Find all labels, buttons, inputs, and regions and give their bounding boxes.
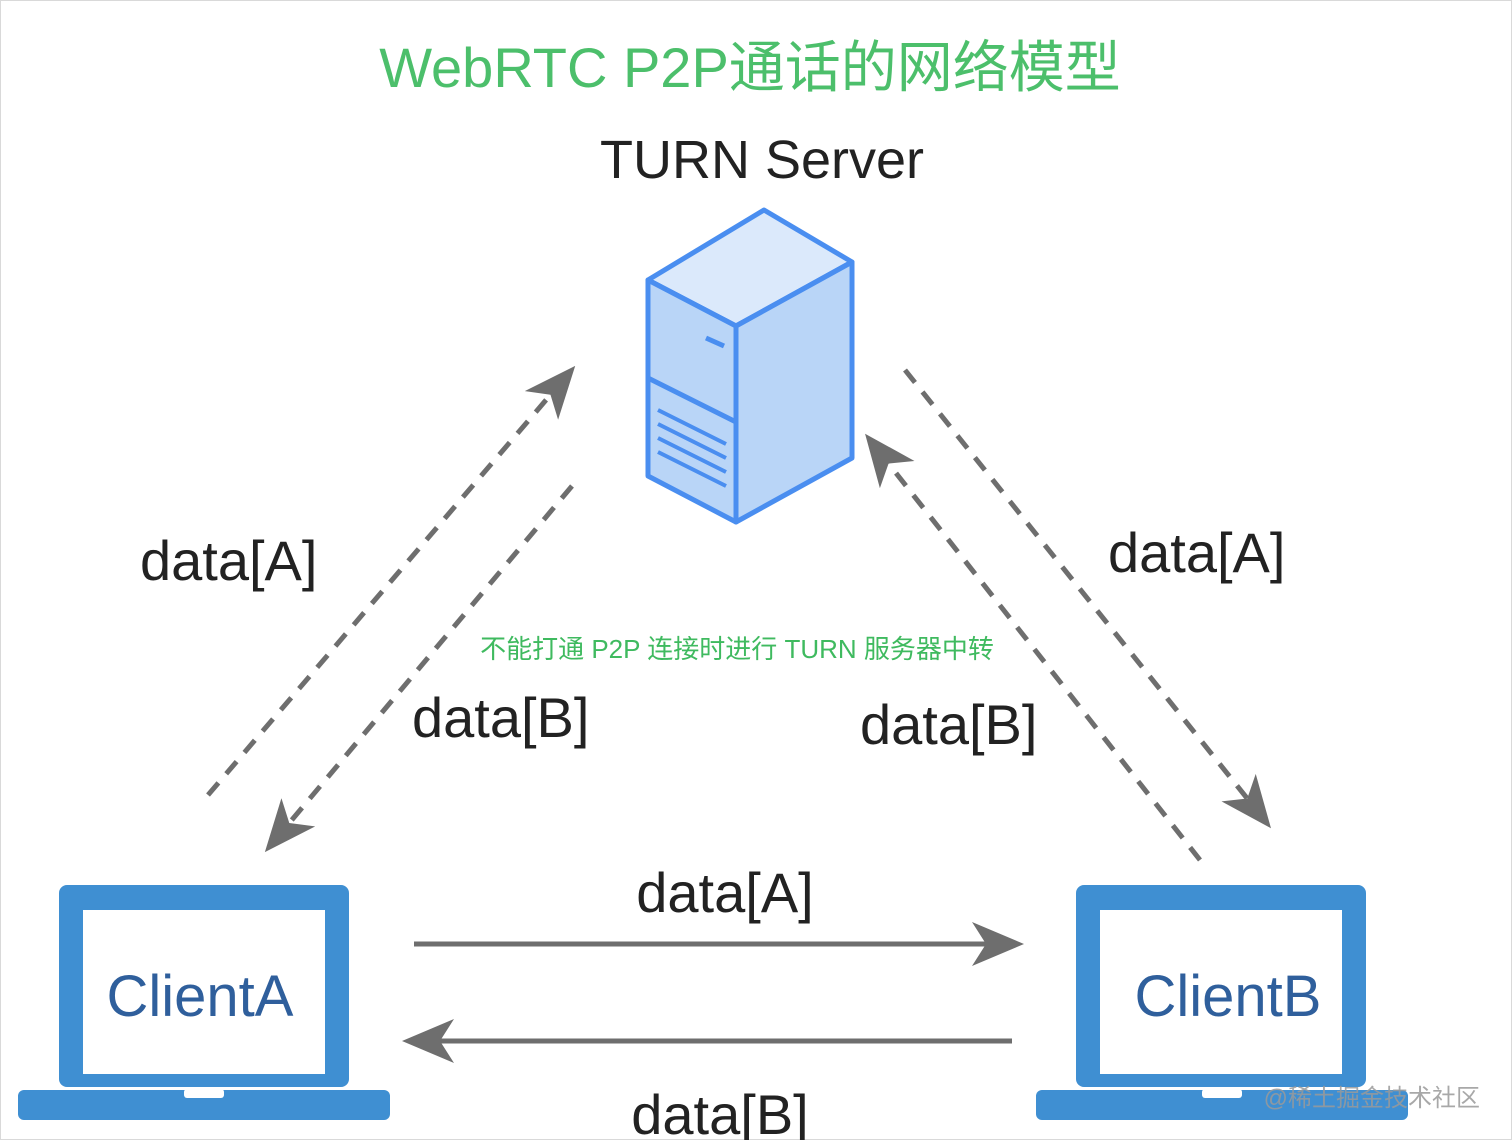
client-b-label: ClientB <box>1135 964 1322 1029</box>
client-b-laptop-icon <box>1036 885 1408 1120</box>
server-icon <box>645 207 855 525</box>
label-a-to-server: data[A] <box>140 529 317 592</box>
server-label: TURN Server <box>600 130 924 190</box>
arrow-client-b-to-server <box>865 433 1202 862</box>
label-b-to-server: data[B] <box>860 693 1037 756</box>
relay-note: 不能打通 P2P 连接时进行 TURN 服务器中转 <box>480 634 994 664</box>
label-server-to-a: data[B] <box>412 686 589 749</box>
label-server-to-b: data[A] <box>1108 521 1285 584</box>
arrow-server-to-client-b <box>903 368 1271 829</box>
watermark: @稀土掘金技术社区 <box>1264 1085 1480 1112</box>
label-direct-b-to-a: data[B] <box>631 1083 808 1140</box>
arrow-server-to-client-a <box>264 484 574 853</box>
diagram-title: WebRTC P2P通话的网络模型 <box>379 36 1121 99</box>
client-a-label: ClientA <box>107 964 294 1029</box>
arrow-client-a-to-server <box>206 365 576 797</box>
label-direct-a-to-b: data[A] <box>636 861 813 924</box>
client-a-laptop-icon <box>18 885 390 1120</box>
